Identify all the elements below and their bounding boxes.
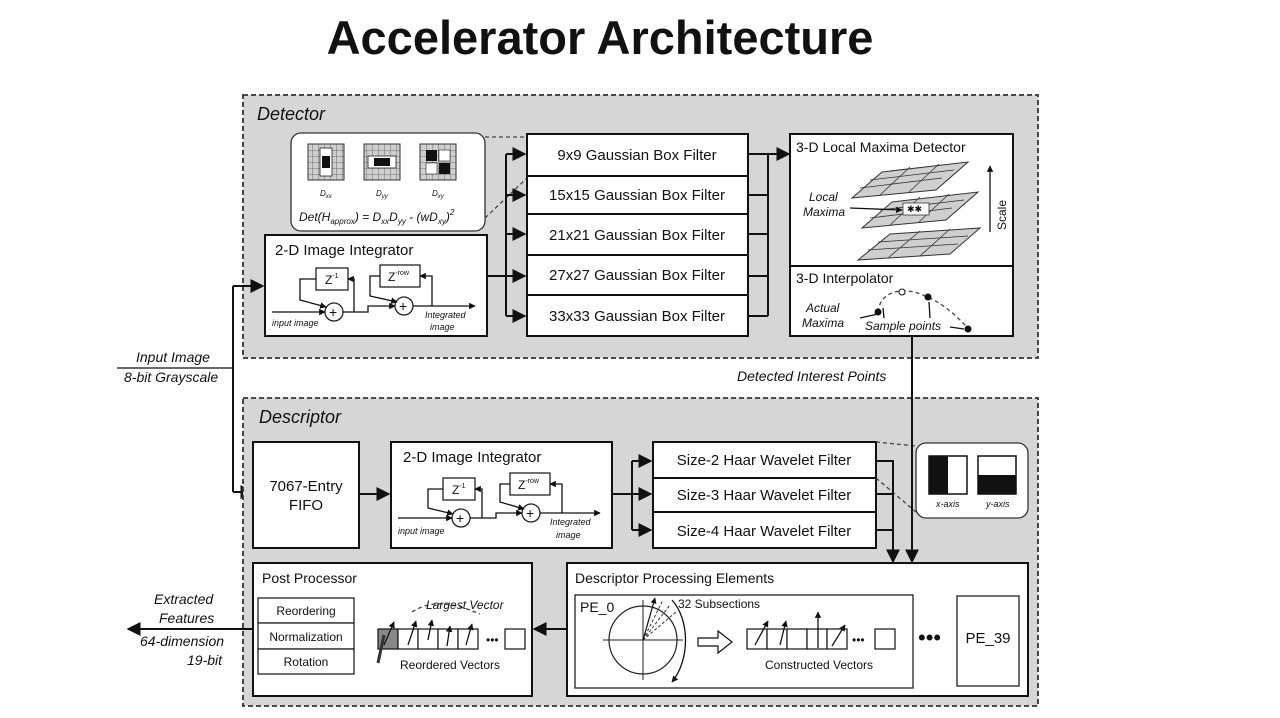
input-label: Input Image 8-bit Grayscale	[117, 349, 233, 385]
interpolator: 3-D Interpolator Actual Maxima Sample po…	[789, 265, 1014, 337]
svg-text:x-axis: x-axis	[935, 499, 960, 509]
scale-layer-top	[850, 161, 970, 199]
filter-15x15: 15x15 Gaussian Box Filter	[549, 187, 725, 204]
svg-text:Z-1: Z-1	[325, 273, 339, 287]
output-label: Extracted Features 64-dimension 19-bit	[126, 591, 252, 668]
svg-text:7067-Entry: 7067-Entry	[269, 478, 343, 495]
svg-text:✱✱: ✱✱	[907, 204, 922, 214]
svg-text:+: +	[399, 298, 407, 314]
svg-text:Dyy: Dyy	[376, 189, 389, 200]
svg-text:Constructed Vectors: Constructed Vectors	[765, 658, 873, 672]
svg-text:8-bit Grayscale: 8-bit Grayscale	[124, 369, 218, 385]
descriptor-fanin-arrows	[876, 336, 919, 564]
scale-layer-mid: ✱✱	[860, 191, 980, 229]
pe-39-label: PE_39	[965, 630, 1010, 647]
svg-text:+: +	[329, 304, 337, 320]
svg-text:64-dimension: 64-dimension	[140, 633, 224, 649]
normalization-step: Normalization	[269, 630, 342, 644]
svg-text:Integrated: Integrated	[550, 517, 592, 527]
scale-layer-bottom	[856, 227, 982, 261]
hollow-arrow-icon	[697, 629, 733, 655]
haar-size-4: Size-4 Haar Wavelet Filter	[677, 523, 852, 540]
svg-text:Maxima: Maxima	[803, 205, 845, 219]
detector-integrator-title: 2-D Image Integrator	[275, 242, 413, 259]
orientation-window-icon	[603, 597, 687, 683]
haar-axis-box: x-axis y-axis	[915, 442, 1029, 519]
svg-text:Extracted: Extracted	[154, 591, 214, 607]
svg-text:Features: Features	[159, 610, 214, 626]
svg-text:y-axis: y-axis	[985, 499, 1010, 509]
svg-text:Z-row: Z-row	[388, 270, 410, 284]
post-processor-title: Post Processor	[262, 570, 357, 586]
svg-text:Dxx: Dxx	[320, 189, 333, 200]
svg-text:Largest Vector: Largest Vector	[426, 598, 505, 612]
gaussian-filter-bank: 9x9 Gaussian Box Filter 15x15 Gaussian B…	[526, 133, 749, 337]
filter-21x21: 21x21 Gaussian Box Filter	[549, 227, 725, 244]
descriptor-label: Descriptor	[259, 407, 342, 427]
rotation-step: Rotation	[284, 655, 329, 669]
interpolator-title: 3-D Interpolator	[796, 270, 894, 286]
kernel-dyy-icon	[363, 143, 401, 181]
svg-text:•••: •••	[852, 633, 865, 647]
y-axis-wavelet-icon	[977, 455, 1017, 495]
pe-ellipsis: •••	[918, 625, 941, 650]
maxima-detector: 3-D Local Maxima Detector ✱✱ Local Maxim…	[789, 133, 1014, 267]
descriptor-processing-elements: Descriptor Processing Elements PE_0 32 S…	[566, 562, 1029, 697]
svg-text:Sample points: Sample points	[865, 319, 941, 333]
haar-size-2: Size-2 Haar Wavelet Filter	[677, 452, 852, 469]
svg-text:Dxy: Dxy	[432, 189, 445, 200]
svg-text:image: image	[556, 530, 581, 540]
svg-text:19-bit: 19-bit	[187, 652, 223, 668]
svg-text:+: +	[456, 510, 464, 526]
fifo-block: 7067-Entry FIFO	[252, 441, 360, 549]
svg-text:Reordered Vectors: Reordered Vectors	[400, 658, 500, 672]
descriptor-integrator: 2-D Image Integrator Z-1 Z-row + + input…	[390, 441, 613, 549]
svg-text:Z-1: Z-1	[452, 483, 466, 497]
detector-fanout-arrows	[487, 147, 527, 323]
detector-integrator: 2-D Image Integrator Z-1 Z-row + + input…	[264, 234, 488, 337]
scale-label: Scale	[995, 200, 1009, 230]
haar-filter-bank: Size-2 Haar Wavelet Filter Size-3 Haar W…	[652, 441, 877, 549]
det-formula: Det(Happrox) = DxxDyy - (wDxy)2	[299, 208, 455, 226]
detected-label: Detected Interest Points	[737, 368, 886, 384]
filter-33x33: 33x33 Gaussian Box Filter	[549, 308, 725, 325]
svg-text:32 Subsections: 32 Subsections	[678, 597, 760, 611]
dpe-title: Descriptor Processing Elements	[575, 570, 774, 586]
reordering-step: Reordering	[276, 604, 335, 618]
post-processor: Post Processor Reordering Normalization …	[252, 562, 533, 697]
haar-size-3: Size-3 Haar Wavelet Filter	[677, 487, 852, 504]
reordered-vectors-icon	[376, 603, 526, 664]
svg-text:input image: input image	[398, 526, 445, 536]
pe-0-label: PE_0	[580, 599, 614, 615]
kernel-formula-box: Dxx Dyy Dxy Det(Happrox) = DxxDyy - (wDx…	[290, 132, 528, 232]
svg-text:Input Image: Input Image	[136, 349, 210, 365]
svg-text:Actual: Actual	[805, 301, 840, 315]
filter-27x27: 27x27 Gaussian Box Filter	[549, 267, 725, 284]
maxima-title: 3-D Local Maxima Detector	[796, 139, 966, 155]
svg-text:image: image	[430, 322, 455, 332]
svg-text:Integrated: Integrated	[425, 310, 467, 320]
svg-text:Local: Local	[809, 190, 838, 204]
descriptor-fanout-arrows	[612, 454, 653, 537]
svg-text:input image: input image	[272, 318, 319, 328]
svg-text:•••: •••	[486, 633, 499, 647]
x-axis-wavelet-icon	[928, 455, 968, 495]
svg-text:+: +	[526, 505, 534, 521]
svg-text:Z-row: Z-row	[518, 478, 540, 492]
detector-fanin-arrows	[748, 147, 791, 317]
kernel-dxy-icon	[419, 143, 457, 181]
svg-text:Maxima: Maxima	[802, 316, 844, 330]
filter-9x9: 9x9 Gaussian Box Filter	[557, 147, 716, 164]
kernel-dxx-icon	[307, 143, 345, 181]
descriptor-integrator-title: 2-D Image Integrator	[403, 449, 541, 466]
detector-label: Detector	[257, 104, 326, 124]
svg-text:FIFO: FIFO	[289, 497, 323, 514]
page-title: Accelerator Architecture	[326, 11, 874, 64]
constructed-vectors-icon	[746, 611, 896, 650]
